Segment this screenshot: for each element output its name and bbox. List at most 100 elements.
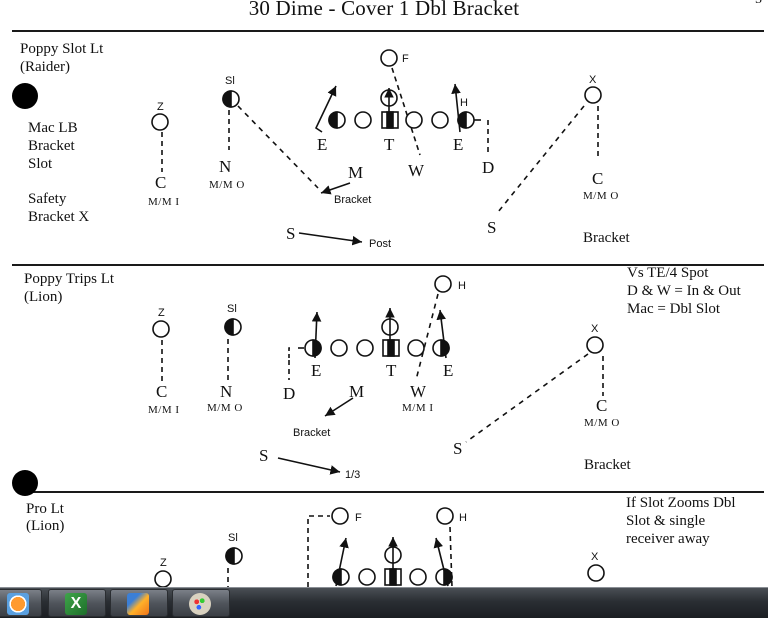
label-slot: Sl <box>225 75 235 87</box>
formation-tag: (Lion) <box>26 518 65 534</box>
assignment-note: Bracket <box>334 194 371 206</box>
back-h <box>434 275 452 293</box>
label-x: X <box>591 551 599 563</box>
technique-label: M/M I <box>148 196 180 208</box>
paint-icon <box>189 593 211 615</box>
note: Slot <box>28 156 53 172</box>
receiver-x <box>584 86 602 104</box>
technique-label: M/M O <box>584 417 620 429</box>
note: receiver away <box>626 531 710 547</box>
coverage-note: Bracket <box>583 230 630 246</box>
label-d: D <box>482 158 494 177</box>
technique-label: M/M O <box>209 179 245 191</box>
label-n: N <box>220 382 232 401</box>
label-f: F <box>402 53 409 65</box>
label-z: Z <box>158 307 165 319</box>
label-z: Z <box>160 557 167 569</box>
technique-label: M/M I <box>148 404 180 416</box>
play-diagrams: Z Sl F H X E T E C M/M I N M/M O M Brack… <box>148 49 620 587</box>
label-t: T <box>384 135 395 154</box>
note: If Slot Zooms Dbl <box>626 495 736 511</box>
label-c: C <box>155 173 166 192</box>
tight-end-left <box>328 111 346 129</box>
note: Vs TE/4 Spot <box>627 265 709 281</box>
label-e: E <box>453 135 463 154</box>
label-d: D <box>283 384 295 403</box>
divider <box>18 491 764 493</box>
taskbar-item-paint[interactable] <box>172 589 230 617</box>
technique-label: M/M O <box>207 402 243 414</box>
play-1 <box>151 49 602 246</box>
receiver-z <box>154 570 172 587</box>
firefox-icon <box>127 593 149 615</box>
taskbar: X <box>0 587 768 618</box>
formation-name: Poppy Slot Lt <box>20 41 104 57</box>
label-m: M <box>348 163 363 182</box>
label-s: S <box>286 224 295 243</box>
binder-hole <box>12 470 38 496</box>
assignment-note: Bracket <box>293 427 330 439</box>
label-s: S <box>453 439 462 458</box>
formation-tag: (Raider) <box>20 59 70 75</box>
receiver-z <box>152 320 170 338</box>
media-player-icon <box>7 593 29 615</box>
divider <box>12 30 764 32</box>
back-h <box>436 507 454 525</box>
note: Slot & single <box>626 513 706 529</box>
binder-hole <box>12 83 38 109</box>
technique-label: M/M I <box>402 402 434 414</box>
label-s: S <box>259 446 268 465</box>
label-c: C <box>592 169 603 188</box>
receiver-slot <box>224 318 242 336</box>
receiver-slot <box>225 547 243 565</box>
formation-tag: (Lion) <box>24 289 63 305</box>
play-2 <box>152 275 604 475</box>
label-z: Z <box>157 101 164 113</box>
page-title: 30 Dime - Cover 1 Dbl Bracket <box>248 0 520 20</box>
taskbar-item-media-player[interactable] <box>0 589 42 617</box>
taskbar-item-firefox[interactable] <box>110 589 168 617</box>
label-e: E <box>443 361 453 380</box>
label-e: E <box>317 135 327 154</box>
label-h: H <box>459 512 467 524</box>
label-n: N <box>219 157 231 176</box>
label-slot: Sl <box>228 532 238 544</box>
label-slot: Sl <box>227 303 237 315</box>
divider <box>12 264 764 266</box>
assignment-note: 1/3 <box>345 469 360 481</box>
receiver-x <box>586 336 604 354</box>
excel-icon: X <box>65 593 87 615</box>
formation-name: Poppy Trips Lt <box>24 271 115 287</box>
note: Safety <box>28 191 67 207</box>
label-x: X <box>589 74 597 86</box>
label-h: H <box>458 280 466 292</box>
label-s: S <box>487 218 496 237</box>
label-t: T <box>386 361 397 380</box>
label-h: H <box>460 97 468 109</box>
assignment-note: Post <box>369 238 391 250</box>
receiver-z <box>151 113 169 131</box>
label-c: C <box>156 382 167 401</box>
label-f: F <box>355 512 362 524</box>
tight-end-left <box>304 339 322 357</box>
receiver-slot <box>222 90 240 108</box>
tight-end-right <box>432 339 450 357</box>
note: Bracket X <box>28 209 90 225</box>
label-w: W <box>408 161 425 180</box>
label-w: W <box>410 382 427 401</box>
back-f <box>380 49 398 67</box>
play-3 <box>154 507 605 587</box>
formation-name: Pro Lt <box>26 501 64 517</box>
receiver-x <box>587 564 605 582</box>
technique-label: M/M O <box>583 190 619 202</box>
label-x: X <box>591 323 599 335</box>
document-page: 30 Dime - Cover 1 Dbl Bracket 5 Poppy Sl… <box>12 0 764 587</box>
label-c: C <box>596 396 607 415</box>
note: D & W = In & Out <box>627 283 741 299</box>
taskbar-item-excel[interactable]: X <box>48 589 106 617</box>
back-f <box>331 507 349 525</box>
note: Mac LB <box>28 120 78 136</box>
page-number: 5 <box>755 0 762 8</box>
coverage-note: Bracket <box>584 457 631 473</box>
note: Mac = Dbl Slot <box>627 301 721 317</box>
